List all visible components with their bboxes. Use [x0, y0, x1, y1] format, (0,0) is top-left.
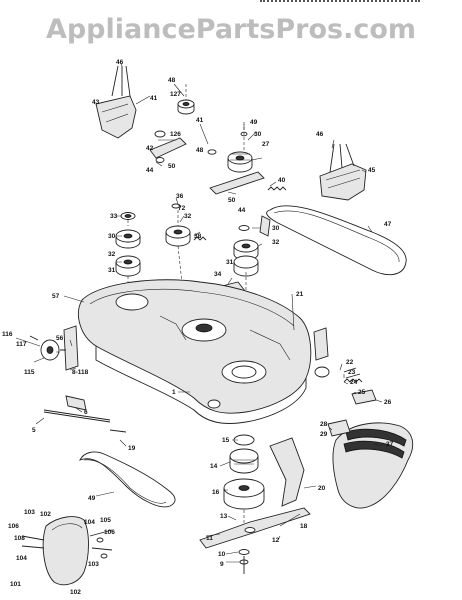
label-117: 117 [16, 341, 27, 348]
label-24: 24 [350, 379, 358, 386]
label-25: 25 [358, 389, 366, 396]
label-105: 105 [100, 517, 111, 524]
label-115: 115 [24, 369, 35, 376]
label-34: 34 [214, 271, 222, 278]
spindle-assembly [223, 434, 265, 530]
label-50b: 50 [228, 197, 236, 204]
label-38: 38 [194, 233, 202, 240]
label-47: 47 [384, 221, 392, 228]
idler-bracket-126 [149, 130, 187, 163]
spindle-pulley-right [233, 215, 271, 330]
drive-belt-49 [79, 451, 176, 508]
label-41b: 41 [196, 117, 204, 124]
belt-47 [266, 205, 407, 276]
mower-blade [199, 507, 311, 574]
label-31a: 31 [108, 267, 116, 274]
label-16: 16 [212, 489, 220, 496]
lift-spring-23 [343, 367, 377, 405]
label-23: 23 [348, 369, 356, 376]
deflector-101 [21, 516, 113, 586]
label-14: 14 [210, 463, 218, 470]
label-103a: 103 [24, 509, 35, 516]
label-29: 29 [320, 431, 328, 438]
label-102b: 102 [70, 589, 81, 596]
label-13: 13 [220, 513, 228, 520]
idler-pulley-top [177, 84, 195, 115]
link-rod-6 [43, 395, 127, 433]
part-number-labels: 46 43 48 41 127 42 126 50 44 41 48 49 30… [2, 59, 394, 596]
label-42: 42 [146, 145, 154, 152]
label-19: 19 [128, 445, 136, 452]
label-108: 108 [14, 535, 25, 542]
label-30b: 30 [108, 233, 116, 240]
gauge-wheel-117 [29, 335, 66, 361]
label-49b: 49 [88, 495, 96, 502]
label-50: 50 [168, 163, 176, 170]
label-15: 15 [222, 437, 230, 444]
label-49: 49 [250, 119, 258, 126]
label-102a: 102 [40, 511, 51, 518]
label-30c: 30 [272, 225, 280, 232]
leader-lines [15, 61, 383, 563]
label-48b: 48 [196, 147, 204, 154]
label-21: 21 [296, 291, 304, 298]
label-44: 44 [146, 167, 154, 174]
label-9: 9 [220, 561, 224, 568]
label-28: 28 [320, 421, 328, 428]
label-27: 27 [262, 141, 270, 148]
label-37: 37 [386, 441, 394, 448]
label-5: 5 [32, 427, 36, 434]
label-10: 10 [218, 551, 226, 558]
label-116: 116 [2, 331, 13, 338]
spindle-pulley-middle [165, 203, 207, 321]
belt-shield-left [95, 65, 137, 139]
label-33: 33 [110, 213, 118, 220]
label-22: 22 [346, 359, 354, 366]
label-32c: 32 [272, 239, 280, 246]
label-41: 41 [150, 95, 158, 102]
label-57: 57 [52, 293, 60, 300]
label-32b: 32 [108, 251, 116, 258]
label-32a: 32 [184, 213, 192, 220]
header-rule [260, 0, 420, 8]
label-18: 18 [300, 523, 308, 530]
label-104b: 104 [16, 555, 27, 562]
label-11: 11 [206, 535, 213, 542]
label-56: 56 [56, 335, 64, 342]
label-12: 12 [272, 537, 280, 544]
label-46: 46 [116, 59, 124, 66]
label-36: 36 [176, 193, 184, 200]
label-45: 45 [368, 167, 376, 174]
label-40: 40 [278, 177, 286, 184]
spring-40 [267, 186, 287, 191]
label-106b: 106 [104, 529, 115, 536]
label-1: 1 [172, 389, 176, 396]
watermark-text: AppliancePartsPros.com [45, 14, 417, 45]
label-126: 126 [170, 131, 181, 138]
label-8-118: 8-118 [72, 369, 89, 376]
label-30a: 30 [254, 131, 262, 138]
spindle-pulley-left [115, 212, 141, 300]
label-103b: 103 [88, 561, 99, 568]
label-43: 43 [92, 99, 100, 106]
mower-deck-housing [63, 279, 330, 424]
discharge-chute-37 [327, 419, 414, 509]
label-104a: 104 [84, 519, 95, 526]
label-44b: 44 [238, 207, 246, 214]
label-20: 20 [318, 485, 326, 492]
label-6: 6 [84, 409, 88, 416]
label-101: 101 [10, 581, 21, 588]
belt-shield-right [319, 143, 367, 201]
label-31b: 31 [226, 259, 234, 266]
label-48: 48 [168, 77, 176, 84]
label-72: 72 [178, 205, 186, 212]
label-106a: 106 [8, 523, 19, 530]
label-127: 127 [170, 91, 181, 98]
label-26: 26 [384, 399, 392, 406]
label-46b: 46 [316, 131, 324, 138]
idler-pulley-27 [207, 122, 265, 195]
baffle-20 [269, 437, 305, 507]
